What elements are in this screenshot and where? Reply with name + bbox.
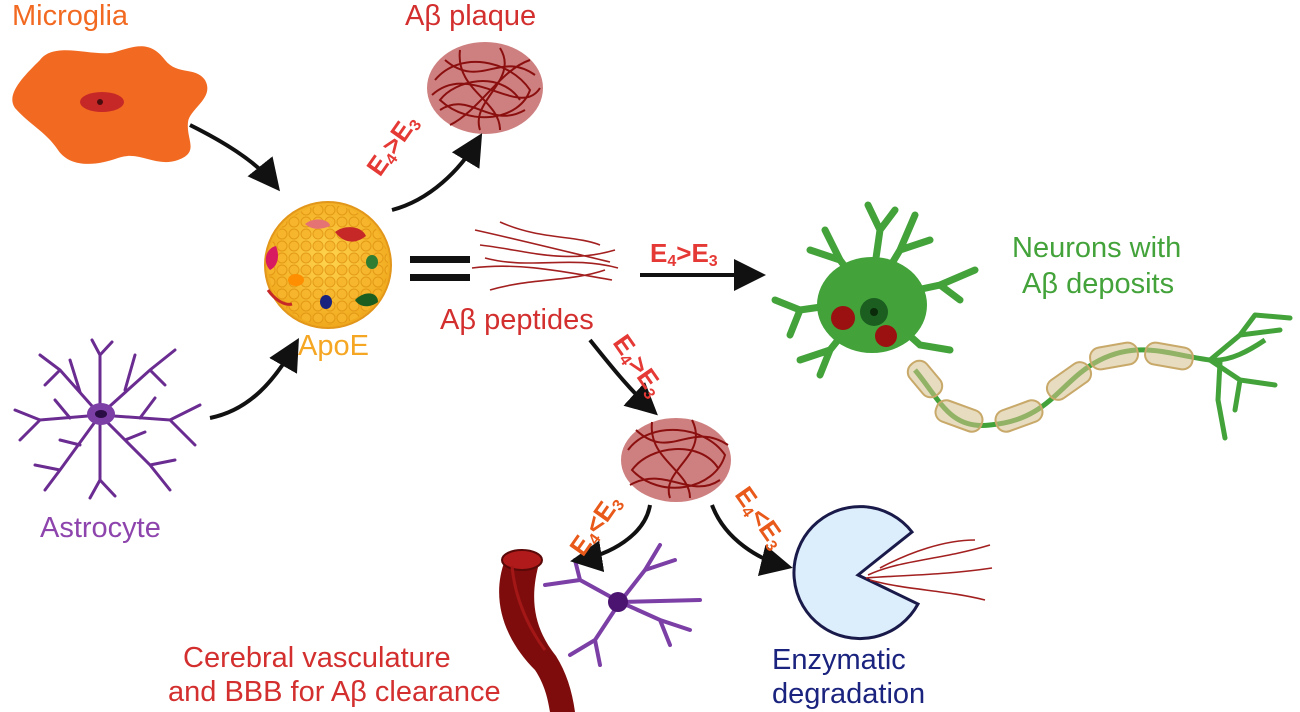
ab-deposit — [831, 306, 855, 330]
ab-deposit — [875, 325, 897, 347]
label-astrocyte: Astrocyte — [40, 512, 161, 544]
arrows — [189, 123, 793, 576]
arrow-cluster-to-enzyme — [710, 504, 793, 576]
vascular-astrocyte-nucleus — [608, 592, 628, 612]
label-apoe: ApoE — [298, 330, 369, 362]
label-cerebral-line1: Cerebral vasculature — [183, 642, 451, 674]
label-microglia: Microglia — [12, 0, 129, 32]
label-neurons-line1: Neurons with — [1012, 232, 1182, 264]
label-enzymatic-line2: degradation — [772, 678, 926, 710]
label-ab-peptides: Aβ peptides — [440, 304, 594, 336]
enzyme-shape — [792, 505, 993, 641]
label-enzymatic-line1: Enzymatic — [772, 644, 906, 676]
astrocyte-nucleus — [95, 410, 107, 418]
blood-vessel — [499, 543, 702, 712]
label-cerebral-line2: and BBB for Aβ clearance — [168, 676, 501, 708]
neuron-cell — [771, 201, 1293, 441]
myelin-sheaths — [906, 341, 1194, 433]
arrow-cluster-to-vessel — [570, 504, 652, 573]
ab-plaque-cluster — [621, 418, 731, 502]
relation-to-neurons: E4>E3 — [650, 238, 718, 270]
apoe-particle — [264, 201, 392, 329]
arrow-apoe-to-plaque — [391, 133, 483, 212]
label-ab-plaque: Aβ plaque — [405, 0, 537, 32]
microglia-cell — [12, 46, 208, 164]
arrow-microglia-to-apoe — [189, 123, 281, 192]
ab-peptides-fibers — [471, 221, 619, 291]
arrow-peptides-to-cluster — [588, 338, 658, 416]
label-neurons-line2: Aβ deposits — [1022, 268, 1175, 300]
equals-sign — [410, 256, 470, 281]
astrocyte-cell — [13, 338, 202, 500]
ab-plaque-top — [427, 42, 543, 134]
arrow-astrocyte-to-apoe — [209, 338, 299, 420]
